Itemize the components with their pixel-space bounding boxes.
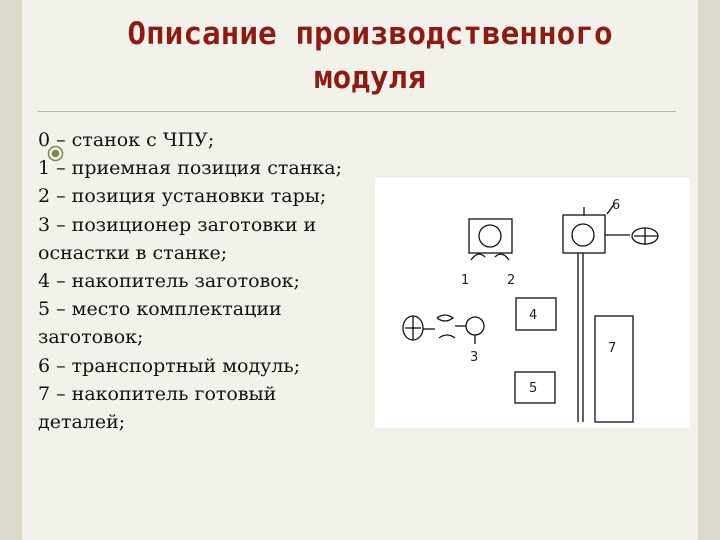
legend-item: заготовок; <box>38 326 144 349</box>
legend-item: 7 – накопитель готовый <box>38 382 277 405</box>
blank-storage <box>515 297 557 331</box>
legend-item: 2 – позиция установки тары; <box>38 185 327 208</box>
title-line-2: модуля <box>314 60 426 96</box>
legend-item: 4 – накопитель заготовок; <box>38 270 300 293</box>
slide-title: Описание производственного модуля <box>40 12 700 100</box>
bullet-icon <box>47 145 64 162</box>
legend-item: деталей; <box>38 411 126 434</box>
machine-tool <box>468 218 513 261</box>
transport-module <box>562 202 659 422</box>
module-legend: 0 – станок с ЧПУ; 1 – приемная позиция с… <box>38 126 378 436</box>
label-2: 2 <box>507 273 515 288</box>
finished-parts-storage <box>594 315 634 423</box>
title-divider <box>38 111 676 112</box>
workpiece-positioner <box>402 314 485 344</box>
legend-item: 0 – станок с ЧПУ; <box>38 129 215 151</box>
title-line-1: Описание производственного <box>127 16 613 52</box>
kitting-place <box>514 371 556 404</box>
module-diagram: 1 2 3 4 5 6 7 <box>375 178 690 428</box>
label-5: 5 <box>529 381 537 396</box>
legend-item: 1 – приемная позиция станка; <box>38 157 342 180</box>
label-7: 7 <box>608 341 616 356</box>
diagram-labels: 1 2 3 4 5 6 7 <box>461 198 620 396</box>
legend-item: 3 – позиционер заготовки и <box>38 213 317 236</box>
label-6: 6 <box>612 198 620 213</box>
label-1: 1 <box>461 273 469 288</box>
label-3: 3 <box>470 350 478 365</box>
label-4: 4 <box>529 308 537 323</box>
legend-item: оснастки в станке; <box>38 241 228 264</box>
legend-item: 5 – место комплектации <box>38 298 282 321</box>
legend-item: 6 – транспортный модуль; <box>38 354 301 377</box>
module-diagram-svg: 1 2 3 4 5 6 7 <box>402 198 659 423</box>
